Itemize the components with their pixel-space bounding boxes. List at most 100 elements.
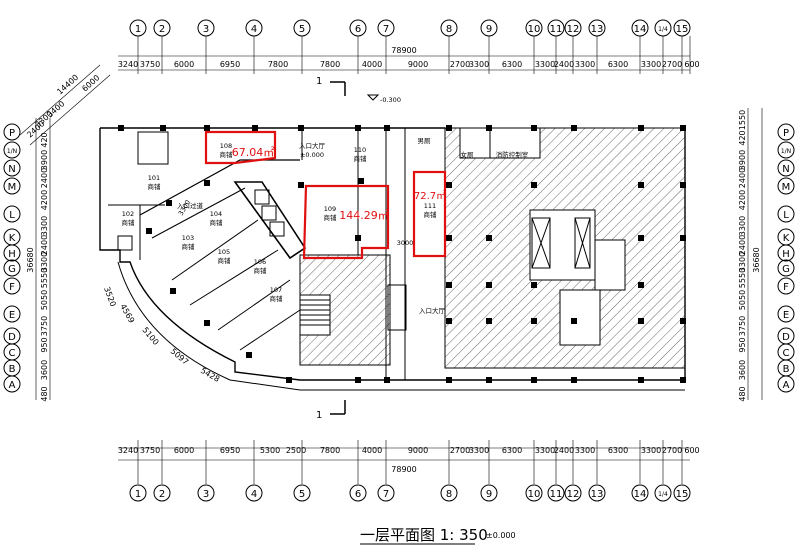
svg-text:4000: 4000 xyxy=(362,446,382,455)
svg-text:2400: 2400 xyxy=(738,168,747,188)
svg-text:104: 104 xyxy=(210,210,222,218)
svg-text:107: 107 xyxy=(270,286,282,294)
svg-text:-0.300: -0.300 xyxy=(380,96,401,104)
svg-text:E: E xyxy=(783,310,789,321)
svg-text:144.29㎡: 144.29㎡ xyxy=(339,209,389,222)
svg-text:6: 6 xyxy=(355,489,361,500)
svg-text:5: 5 xyxy=(299,24,305,35)
axis-marker: K xyxy=(777,228,795,246)
axis-marker: 8 xyxy=(440,19,458,37)
svg-text:3750: 3750 xyxy=(140,60,160,69)
svg-text:600: 600 xyxy=(684,446,699,455)
section-mark-bottom: 1 xyxy=(316,400,346,421)
svg-text:商铺: 商铺 xyxy=(254,266,268,275)
svg-text:2400: 2400 xyxy=(738,235,747,255)
svg-text:2700: 2700 xyxy=(662,60,682,69)
svg-text:C: C xyxy=(9,348,16,359)
svg-text:9: 9 xyxy=(486,24,492,35)
axis-marker: 5 xyxy=(293,19,311,37)
svg-text:11: 11 xyxy=(550,24,563,35)
svg-text:3: 3 xyxy=(203,24,209,35)
svg-text:2: 2 xyxy=(159,489,165,500)
svg-text:4: 4 xyxy=(251,489,257,500)
svg-text:6950: 6950 xyxy=(220,446,240,455)
highlight-shop-109: 144.29㎡ xyxy=(302,184,390,260)
axis-marker: M xyxy=(777,177,795,195)
section-mark-top: 1 xyxy=(316,76,346,96)
elevation-mark: -0.300 xyxy=(366,94,401,104)
svg-text:2700: 2700 xyxy=(450,446,470,455)
svg-text:5097: 5097 xyxy=(169,347,190,367)
svg-text:K: K xyxy=(783,233,790,244)
svg-text:108: 108 xyxy=(220,142,232,150)
axis-marker: 14 xyxy=(631,484,649,502)
axis-marker: 13 xyxy=(588,484,606,502)
right-axis-column: P 1/N N M L K H G F E D C B A xyxy=(777,123,795,393)
entrance-hall-label-b: 入口大厅 xyxy=(419,306,446,315)
svg-text:5050: 5050 xyxy=(40,290,49,310)
axis-marker: N xyxy=(777,159,795,177)
svg-text:5300: 5300 xyxy=(260,446,280,455)
svg-text:3900: 3900 xyxy=(40,150,49,170)
left-axis-column: P 1/N N M L K H G F E D C B A xyxy=(3,123,21,393)
axis-marker: E xyxy=(777,305,795,323)
right-dimensions: 36680 1550 420 3900 2400 4200 3300 2400 … xyxy=(738,108,763,402)
svg-text:3900: 3900 xyxy=(738,150,747,170)
svg-text:商铺: 商铺 xyxy=(270,294,284,303)
svg-text:3300: 3300 xyxy=(575,446,595,455)
svg-text:3300: 3300 xyxy=(535,446,555,455)
svg-text:7800: 7800 xyxy=(320,446,340,455)
svg-text:商铺: 商铺 xyxy=(424,210,438,219)
svg-text:A: A xyxy=(9,380,16,391)
svg-text:F: F xyxy=(9,282,15,293)
total-width-top: 78900 xyxy=(391,46,416,55)
svg-text:1: 1 xyxy=(135,489,141,500)
left-dimensions: 36680 420 3900 2400 4200 3300 2400 3300 … xyxy=(26,118,51,402)
svg-text:1/4: 1/4 xyxy=(658,491,668,498)
svg-text:B: B xyxy=(783,364,790,375)
svg-text:3: 3 xyxy=(203,489,209,500)
svg-text:A: A xyxy=(783,380,790,391)
svg-text:15: 15 xyxy=(676,489,689,500)
svg-text:P: P xyxy=(783,128,789,139)
svg-text:G: G xyxy=(782,264,790,275)
axis-marker: C xyxy=(777,343,795,361)
svg-text:3400: 3400 xyxy=(45,99,66,119)
dim-3000-label: 3000 xyxy=(397,239,414,247)
svg-text:950: 950 xyxy=(40,337,49,352)
axis-marker: 11 xyxy=(547,484,565,502)
svg-text:商铺: 商铺 xyxy=(354,154,368,163)
svg-text:5550: 5550 xyxy=(40,268,49,288)
axis-marker: 6 xyxy=(349,484,367,502)
svg-text:102: 102 xyxy=(122,210,134,218)
building-footprint xyxy=(99,125,686,391)
svg-text:4200: 4200 xyxy=(40,190,49,210)
top-dim-labels: 3240 3750 6000 6950 7800 7800 4000 9000 … xyxy=(118,60,700,69)
axis-marker: H xyxy=(3,244,21,262)
svg-text:M: M xyxy=(782,182,791,193)
svg-text:3300: 3300 xyxy=(641,446,661,455)
axis-marker: 5 xyxy=(293,484,311,502)
diagonal-dimension-top: 14400 6000 3300 3400 2400 xyxy=(19,64,111,146)
axis-marker: L xyxy=(3,205,21,223)
svg-text:D: D xyxy=(782,332,790,343)
svg-text:600: 600 xyxy=(684,60,699,69)
svg-text:3300: 3300 xyxy=(641,60,661,69)
axis-marker: 9 xyxy=(480,19,498,37)
svg-text:3600: 3600 xyxy=(738,360,747,380)
svg-text:8: 8 xyxy=(446,489,452,500)
svg-text:72.7㎡: 72.7㎡ xyxy=(414,190,446,202)
svg-text:商铺: 商铺 xyxy=(148,182,162,191)
svg-text:9000: 9000 xyxy=(408,60,428,69)
entrance-hall-label: 入口大厅 xyxy=(299,141,326,150)
axis-marker: 1/N xyxy=(777,141,795,159)
axis-marker: N xyxy=(3,159,21,177)
